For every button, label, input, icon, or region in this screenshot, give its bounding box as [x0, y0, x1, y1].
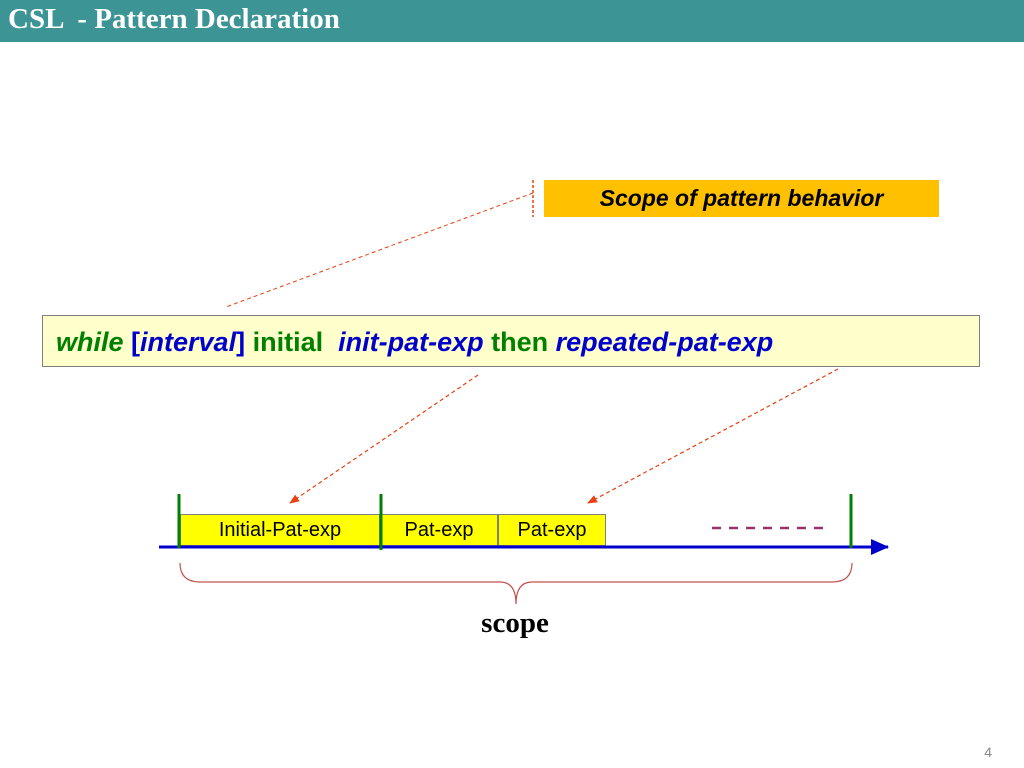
title-bar: CSL - Pattern Declaration [0, 0, 1024, 42]
syntax-init-pat-exp: init-pat-exp [338, 327, 484, 357]
scope-callout: Scope of pattern behavior [544, 180, 939, 217]
repeated-pat-exp-arrow [587, 368, 839, 504]
syntax-interval: interval [140, 327, 237, 357]
timeline-segment-pat-exp: Pat-exp [498, 514, 606, 546]
scope-brace [179, 562, 853, 605]
init-pat-exp-arrow [289, 374, 479, 504]
syntax-close-bracket: ] [236, 327, 246, 357]
syntax-open-bracket: [ [131, 327, 141, 357]
syntax-repeated-pat-exp: repeated-pat-exp [555, 327, 774, 357]
scope-label: scope [481, 607, 549, 639]
slide-title: CSL - Pattern Declaration [8, 3, 340, 35]
page-number: 4 [984, 744, 992, 760]
timeline-segment-pat-exp: Pat-exp [380, 514, 498, 546]
syntax-box: while [interval] initial init-pat-exp th… [42, 315, 980, 367]
callout-pointer-line [225, 192, 534, 308]
syntax-then: then [491, 327, 549, 357]
syntax-initial: initial [252, 327, 324, 357]
syntax-while: while [56, 327, 124, 357]
